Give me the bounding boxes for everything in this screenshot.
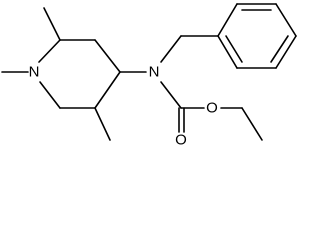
- ring-nitrogen-label: N: [29, 64, 40, 81]
- bond-n-ch2: [160, 35, 182, 63]
- ester-oxygen-label: O: [206, 100, 218, 117]
- bond-ar-3: [275, 3, 297, 37]
- bonds: [1, 3, 297, 141]
- bond-ar-4: [275, 35, 297, 69]
- bond-c2-methyl: [43, 7, 61, 41]
- bond-ar-inner-2: [270, 35, 289, 63]
- bond-c3-c4: [94, 39, 121, 73]
- carbamate-nitrogen-label: N: [149, 64, 160, 81]
- atom-labels: N N O O: [29, 64, 218, 149]
- bond-ar-inner-3: [225, 35, 243, 63]
- bond-c6-n1: [39, 81, 61, 109]
- bond-n-carbonyl-c: [160, 81, 182, 109]
- bond-n1-c2: [38, 39, 61, 63]
- bond-c4-c5: [94, 71, 121, 109]
- carbonyl-oxygen-label: O: [175, 132, 187, 149]
- structural-formula: N N O O: [1, 3, 297, 149]
- bond-c5-methyl: [94, 107, 111, 141]
- bond-ar-1: [217, 3, 238, 37]
- bond-ar-6: [217, 35, 238, 69]
- bond-ch2-ch3: [241, 107, 263, 141]
